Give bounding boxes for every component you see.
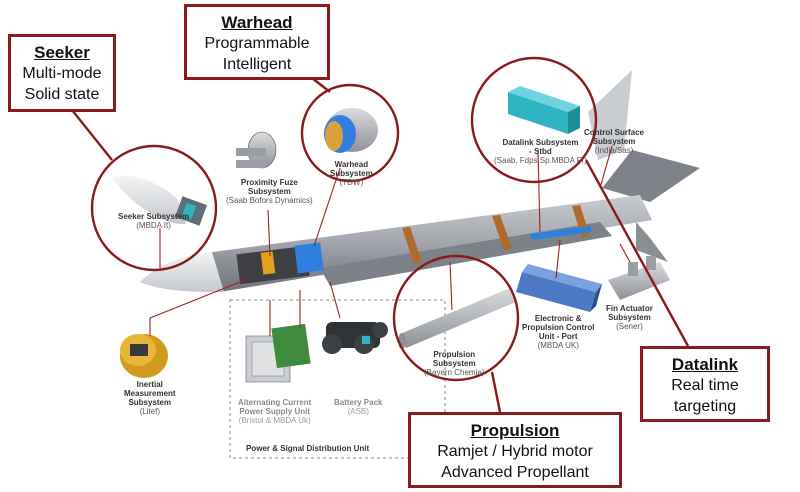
body-band-2 — [492, 215, 512, 250]
propulsion-highlight-circle — [392, 254, 520, 382]
body-band-1 — [402, 227, 422, 264]
seeker-subsystem-label: Seeker Subsystem (MBDA It) — [118, 212, 189, 230]
warhead-part — [324, 108, 378, 153]
internal-blue-warhead — [294, 242, 324, 274]
propulsion-part — [398, 288, 516, 349]
battery-pack-name: Battery Pack — [334, 398, 383, 407]
tail-fin-top — [602, 150, 700, 202]
warhead-subsystem-name-2: Subsystem — [330, 169, 373, 178]
psdu-label: Power & Signal Distribution Unit — [246, 444, 369, 453]
seeker-part — [112, 175, 207, 226]
battery-pack-supplier: (ASB) — [347, 407, 369, 416]
imu-part — [120, 334, 168, 378]
datalink-callout-line-2: targeting — [673, 398, 737, 415]
proximity-fuze-label: Proximity Fuze Subsystem (Saab Bofors Dy… — [226, 178, 313, 205]
seeker-callout-line-1: Multi-mode — [22, 65, 102, 82]
imu-name-3: Subsystem — [128, 398, 172, 407]
datalink-subsystem-label: Datalink Subsystem - Stbd (Saab, Fdps Sp… — [494, 138, 587, 165]
body-datalink-strip — [530, 226, 592, 240]
battery-pack-part — [322, 322, 388, 354]
ac-power-supplier: (Bristol & MBDA Uk) — [238, 416, 311, 425]
control-surface-name-2: Subsystem — [592, 137, 636, 146]
warhead-callout-line-1: Programmable — [204, 35, 310, 52]
warhead-subsystem-name-1: Warhead — [334, 160, 369, 169]
electronic-unit-label: Electronic & Propulsion Control Unit - P… — [522, 314, 594, 350]
callout-leaders — [71, 56, 690, 413]
datalink-callout-line-1: Real time — [671, 377, 739, 394]
propulsion-subsystem-name-1: Propulsion — [433, 350, 476, 359]
nose-cone — [140, 252, 224, 292]
datalink-callout-title: Datalink — [671, 355, 739, 374]
ac-power-label: Alternating Current Power Supply Unit (B… — [238, 398, 311, 425]
ac-power-name-1: Alternating Current — [238, 398, 312, 407]
propulsion-subsystem-name-2: Subsystem — [432, 359, 476, 368]
imu-name-2: Measurement — [124, 389, 176, 398]
datalink-highlight-circle — [470, 56, 598, 184]
control-surface-name-1: Control Surface — [584, 128, 645, 137]
battery-pack-label: Battery Pack (ASB) — [334, 398, 382, 416]
electronic-unit-name-2: Propulsion Control — [522, 323, 595, 332]
fin-actuator-supplier: (Sener) — [616, 322, 643, 331]
control-surface-fin — [588, 70, 632, 160]
internal-yellow-unit — [260, 251, 276, 275]
seeker-subsystem-name: Seeker Subsystem — [118, 212, 190, 221]
ac-power-part — [245, 323, 311, 383]
datalink-part — [508, 86, 580, 134]
proximity-fuze-name-1: Proximity Fuze — [240, 178, 298, 187]
imu-supplier: (Litef) — [139, 407, 161, 416]
seeker-callout: Seeker Multi-mode Solid state — [8, 34, 116, 112]
proximity-fuze-name-2: Subsystem — [248, 187, 291, 196]
fin-actuator-part — [608, 256, 670, 300]
missile-body — [140, 70, 700, 292]
warhead-callout-line-2: Intelligent — [222, 56, 292, 73]
seeker-callout-title: Seeker — [34, 43, 90, 62]
warhead-subsystem-label: Warhead Subsystem (TDW) — [330, 160, 373, 187]
proximity-fuze-supplier: (Saab Bofors Dynamics) — [226, 196, 313, 205]
warhead-subsystem-supplier: (TDW) — [339, 178, 364, 187]
imu-name-1: Inertial — [136, 380, 163, 389]
control-surface-label: Control Surface Subsystem (India/Sas) — [584, 128, 644, 155]
psdu-name: Power & Signal Distribution Unit — [246, 444, 370, 453]
propulsion-subsystem-supplier: (Bayern Chemie) — [424, 368, 485, 377]
propulsion-callout-line-2: Advanced Propellant — [441, 464, 589, 481]
propulsion-callout-line-1: Ramjet / Hybrid motor — [437, 443, 593, 460]
tail-fin-bottom — [636, 222, 668, 262]
fin-actuator-name-2: Subsystem — [608, 313, 651, 322]
warhead-callout-title: Warhead — [221, 13, 293, 32]
datalink-callout: Datalink Real time targeting — [640, 346, 770, 422]
imu-label: Inertial Measurement Subsystem (Litef) — [124, 380, 176, 416]
ac-power-name-2: Power Supply Unit — [239, 407, 310, 416]
datalink-subsystem-supplier: (Saab, Fdps Sp.MBDA Fr) — [494, 156, 587, 165]
seeker-callout-line-2: Solid state — [24, 86, 100, 103]
electronic-unit-name-3: Unit - Port — [538, 332, 578, 341]
propulsion-callout: Propulsion Ramjet / Hybrid motor Advance… — [408, 412, 622, 488]
datalink-subsystem-name-1: Datalink Subsystem — [502, 138, 579, 147]
electronic-unit-supplier: (MBDA UK) — [537, 341, 579, 350]
datalink-subsystem-name-2: - Stbd — [529, 147, 552, 156]
electronic-unit-name-1: Electronic & — [534, 314, 582, 323]
control-surface-supplier: (India/Sas) — [594, 146, 634, 155]
proximity-fuze-part — [236, 131, 277, 169]
propulsion-callout-title: Propulsion — [470, 421, 560, 440]
seeker-highlight-circle — [90, 144, 218, 272]
seeker-subsystem-supplier: (MBDA It) — [136, 221, 171, 230]
warhead-callout: Warhead Programmable Intelligent — [184, 4, 330, 80]
propulsion-subsystem-label: Propulsion Subsystem (Bayern Chemie) — [424, 350, 484, 377]
fin-actuator-name-1: Fin Actuator — [606, 304, 653, 313]
component-leader-lines — [149, 145, 631, 336]
fin-actuator-label: Fin Actuator Subsystem (Sener) — [606, 304, 653, 331]
warhead-highlight-circle — [300, 83, 400, 183]
electronic-unit-part — [516, 264, 602, 312]
